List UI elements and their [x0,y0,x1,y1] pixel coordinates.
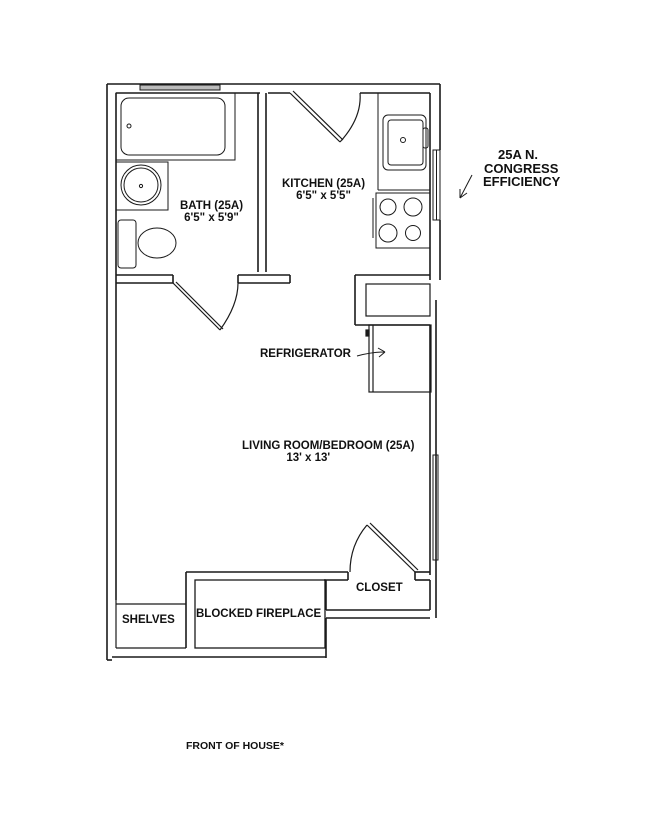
toilet [117,219,177,269]
refrigerator-label: REFRIGERATOR [260,348,351,360]
bath-dims: 6'5" x 5'9" [184,212,239,225]
kitchen-name: KITCHEN (25A) [282,178,366,190]
kitchen-window [432,149,441,221]
room-label-kitchen: KITCHEN (25A) 6'5" x 5'5" [282,178,365,202]
plan-title: 25A N. CONGRESS EFFICIENCY [470,148,560,189]
fireplace-label: BLOCKED FIREPLACE [196,608,322,620]
bath-sink [115,161,169,211]
room-label-living: LIVING ROOM/BEDROOM (25A) 13' x 13' [242,440,415,464]
room-label-bath: BATH (25A) 6'5" x 5'9" [180,200,243,224]
blocked-fireplace [194,579,326,649]
refrigerator [365,324,432,393]
outer-wall-right [429,84,441,590]
closet-door [349,522,419,573]
fireplace-surround [185,571,348,658]
refrigerator-pointer-arrow [356,347,386,358]
bathtub [115,92,236,161]
bath-name: BATH (25A) [180,200,244,212]
shelves-label: SHELVES [122,614,175,626]
upper-cabinet [365,283,431,317]
living-name: LIVING ROOM/BEDROOM (25A) [242,440,415,452]
bath-door [172,281,239,331]
bath-kitchen-wall [257,93,267,272]
living-dims: 13' x 13' [286,452,331,465]
plan-title-line2: CONGRESS [484,160,559,176]
title-pointer-arrow [459,174,473,199]
shelves [115,600,186,649]
outer-wall-bottom [107,656,326,661]
front-of-house-label: FRONT OF HOUSE* [186,740,285,752]
plan-title-line3: EFFICIENCY [483,174,561,190]
kitchen-stove [372,192,431,249]
bath-bottom-wall [116,274,291,284]
kitchen-sink [382,114,429,171]
closet-walls [325,571,437,619]
plan-title-line1: 25A N. [498,147,538,162]
room-label-closet: CLOSET [356,582,403,594]
kitchen-counter [377,93,430,191]
living-window [432,454,439,561]
kitchen-dims: 6'5" x 5'5" [296,190,351,203]
kitchen-door [289,90,361,143]
outer-wall-left [106,84,117,660]
bath-window [139,84,221,91]
